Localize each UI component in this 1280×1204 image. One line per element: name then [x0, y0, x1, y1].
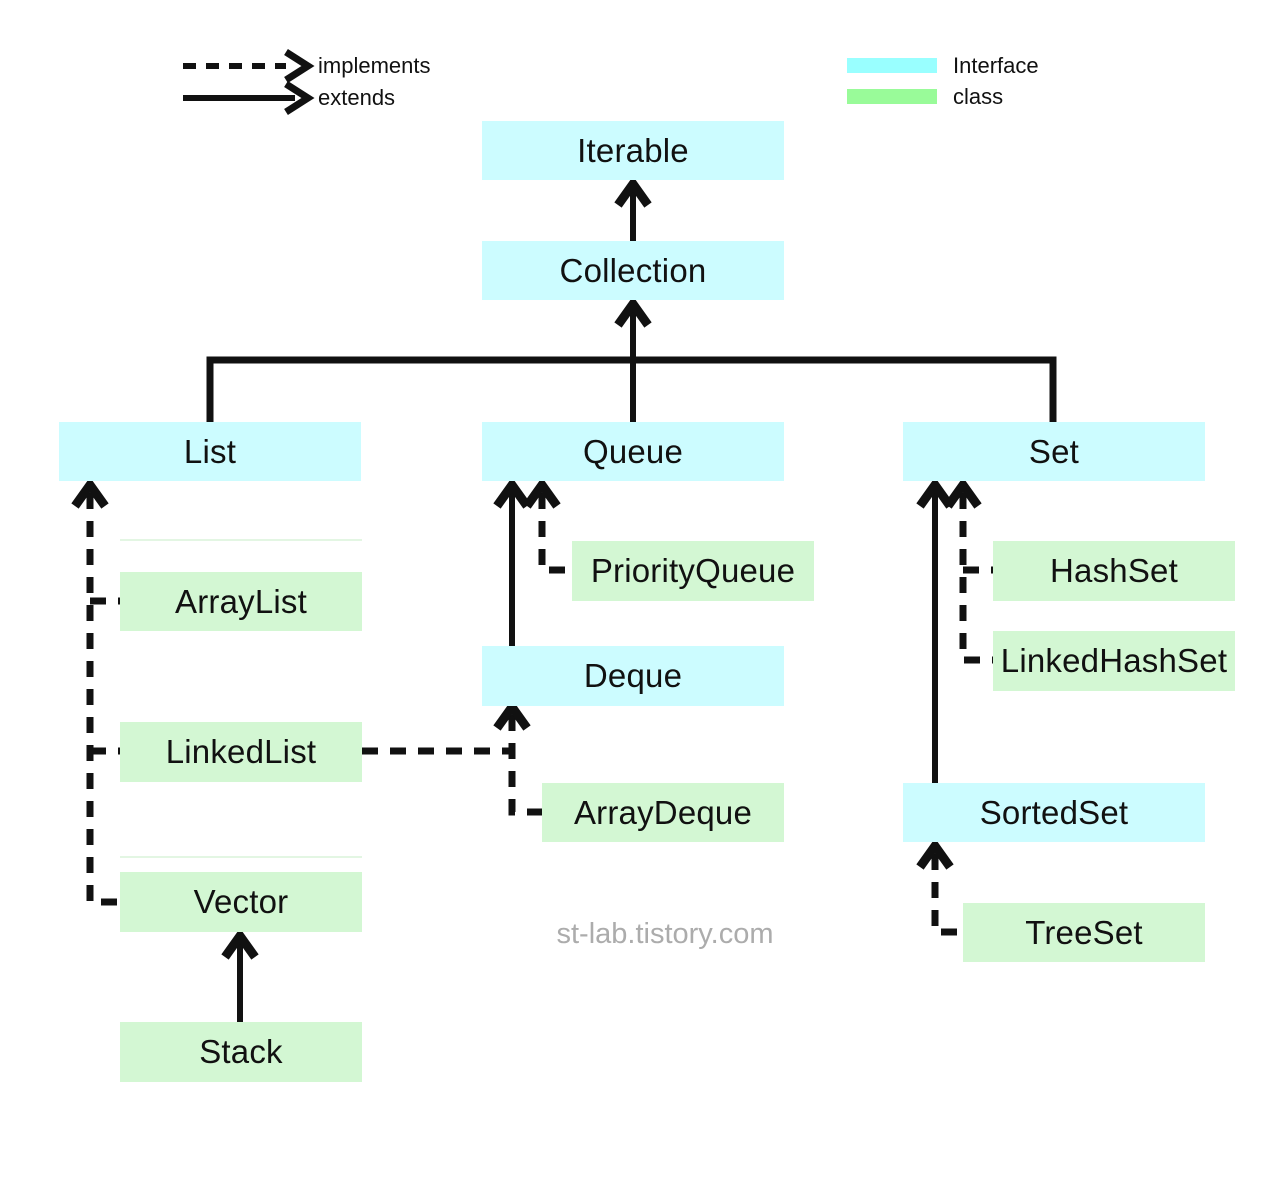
- node-list: List: [59, 422, 361, 481]
- node-priorityqueue: PriorityQueue: [572, 541, 814, 601]
- watermark: st-lab.tistory.com: [556, 918, 774, 950]
- node-sortedset: SortedSet: [903, 783, 1205, 842]
- node-arraydeque: ArrayDeque: [542, 783, 784, 842]
- faint-divider: [120, 539, 362, 541]
- solid-arrow-icon: [183, 81, 315, 115]
- node-iterable: Iterable: [482, 121, 784, 180]
- class-swatch: [847, 89, 937, 104]
- legend-arrows: implements extends: [160, 40, 490, 120]
- edge-stack-vector: [221, 928, 259, 1022]
- legend-arrow-icons: [183, 49, 315, 115]
- node-arraylist: ArrayList: [120, 572, 362, 631]
- edge-deque-implementors: [362, 699, 542, 816]
- legend-types: Interface class: [847, 40, 1147, 120]
- legend-interface-label: Interface: [953, 53, 1039, 78]
- node-vector: Vector: [120, 872, 362, 932]
- edge-priorityqueue-queue: [523, 477, 572, 574]
- edge-sortedset-set: [916, 477, 954, 783]
- edge-collection-iterable: [614, 176, 652, 241]
- edge-list-implementors: [71, 477, 120, 906]
- edge-branch-list-set: [206, 356, 1057, 422]
- node-treeset: TreeSet: [963, 903, 1205, 962]
- node-collection: Collection: [482, 241, 784, 300]
- node-set: Set: [903, 422, 1205, 481]
- node-queue: Queue: [482, 422, 784, 481]
- node-hashset: HashSet: [993, 541, 1235, 601]
- edge-treeset-sortedset: [916, 838, 963, 936]
- legend-implements-label: implements: [318, 53, 431, 78]
- edge-queue-collection: [614, 296, 652, 422]
- node-deque: Deque: [482, 646, 784, 706]
- faint-divider: [120, 856, 362, 858]
- legend-class-label: class: [953, 84, 1004, 109]
- node-linkedlist: LinkedList: [120, 722, 362, 782]
- legend-extends-label: extends: [318, 85, 396, 110]
- edge-set-implementors: [944, 477, 993, 664]
- node-stack: Stack: [120, 1022, 362, 1082]
- interface-swatch: [847, 58, 937, 73]
- node-linkedhashset: LinkedHashSet: [993, 631, 1235, 691]
- dashed-arrow-icon: [183, 49, 315, 83]
- edge-deque-queue: [493, 477, 531, 646]
